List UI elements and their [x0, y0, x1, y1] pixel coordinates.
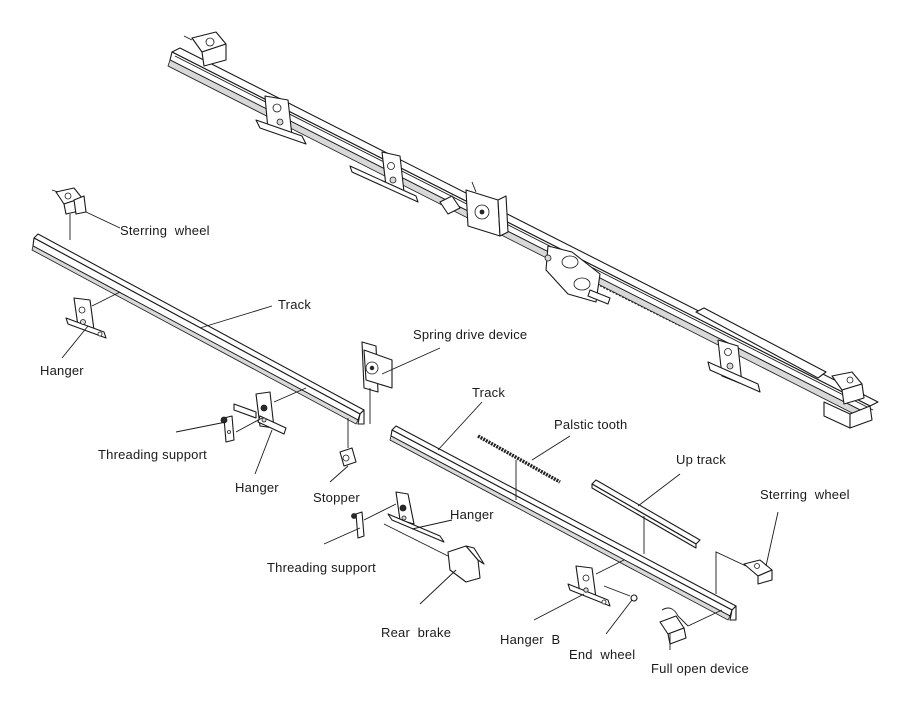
threading-support-lower-part: [351, 511, 365, 539]
assembled-spring-drive: [465, 181, 509, 237]
hanger-middle-part: [233, 391, 287, 435]
track-left-part: [31, 233, 365, 425]
full-open-device-assembly-line: [687, 609, 723, 627]
end-wheel-part: [603, 585, 638, 602]
label-threading-support-left: Threading support: [98, 447, 207, 462]
label-rear-brake: Rear brake: [381, 625, 452, 640]
label-threading-support-lower: Threading support: [267, 560, 376, 575]
leader-sterring-wheel-left: [85, 211, 121, 229]
label-stopper: Stopper: [313, 490, 360, 505]
label-palstic-tooth: Palstic tooth: [554, 417, 628, 432]
assembled-right-end: [823, 371, 873, 429]
palstic-tooth-part: [477, 434, 561, 484]
label-hanger-lower: Hanger: [450, 507, 494, 522]
assembled-sterring-wheel: [183, 31, 227, 67]
hanger-left-part: [65, 297, 107, 339]
label-sterring-wheel-left: Sterring wheel: [120, 223, 210, 238]
assembled-hanger-b: [707, 339, 761, 393]
sterring-wheel-right-part: [743, 559, 773, 585]
hanger-middle-assembly-line: [273, 387, 307, 403]
label-full-open-device: Full open device: [651, 661, 749, 676]
spring-drive-device-part: [361, 341, 393, 393]
hanger-left-assembly-line: [91, 291, 121, 307]
leader-threading-support-left: [175, 421, 227, 433]
full-open-device-part: [659, 607, 689, 645]
label-hanger-middle: Hanger: [235, 480, 279, 495]
hanger-b-part: [567, 565, 611, 607]
leader-palstic-tooth: [531, 435, 571, 461]
leader-hanger-left: [61, 325, 89, 359]
assembled-hanger-1: [255, 95, 307, 145]
label-track-left: Track: [278, 297, 312, 312]
label-up-track: Up track: [676, 452, 727, 467]
assembled-stopper: [439, 195, 461, 215]
threading-support-left-assembly-line: [235, 417, 263, 433]
label-sterring-wheel-right: Sterring wheel: [760, 487, 850, 502]
threading-support-lower-assembly-line: [363, 503, 397, 521]
sterring-wheel-right-assembly-line: [715, 551, 747, 594]
rear-brake-part: [447, 545, 485, 583]
threading-support-left-part: [220, 415, 235, 443]
rear-brake-assembly-line: [383, 523, 449, 557]
sterring-wheel-left-part: [51, 187, 87, 215]
label-hanger-b: Hanger B: [500, 632, 561, 647]
leader-stopper: [329, 465, 349, 483]
leader-threading-support-lower: [323, 527, 361, 545]
track-right-part: [389, 425, 737, 621]
leader-hanger-middle: [254, 429, 273, 475]
assembled-hanger-2: [349, 151, 419, 203]
label-spring-drive-device: Spring drive device: [413, 327, 528, 342]
hanger-b-assembly-line: [595, 559, 625, 575]
leader-up-track: [637, 473, 681, 507]
assembled-up-track: [695, 307, 827, 379]
hanger-lower-part: [387, 491, 445, 543]
assembled-rear-brake: [544, 245, 611, 305]
leader-track-right: [437, 401, 483, 451]
leader-hanger-lower: [411, 519, 453, 530]
assembled-track-unit: [167, 31, 879, 429]
label-track-right: Track: [472, 385, 506, 400]
leader-end-wheel: [605, 599, 633, 635]
leader-spring-drive: [381, 347, 441, 375]
stopper-part: [339, 447, 357, 467]
leader-sterring-wheel-right: [765, 511, 779, 567]
assembled-rack: [599, 285, 681, 327]
label-hanger-left: Hanger: [40, 363, 84, 378]
label-end-wheel: End wheel: [569, 647, 636, 662]
leader-hanger-b: [533, 593, 585, 621]
leader-track-left: [199, 305, 273, 329]
leader-rear-brake: [419, 569, 457, 605]
